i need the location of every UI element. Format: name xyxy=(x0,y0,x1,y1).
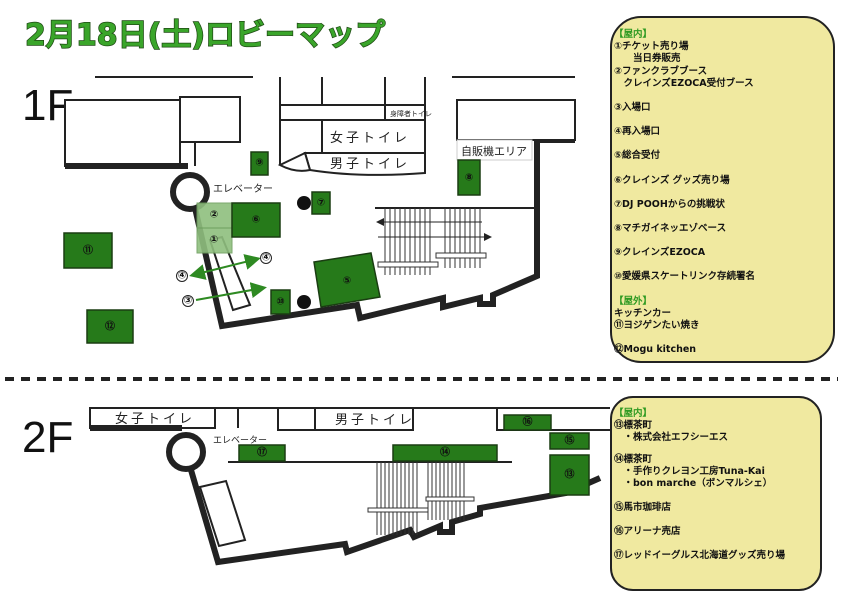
booth-5 xyxy=(313,252,381,308)
booth-13 xyxy=(549,454,590,496)
booth-15 xyxy=(549,432,590,450)
vending-area-label: 自販機エリア xyxy=(461,144,527,158)
legend-item: ⑰レッドイーグルス北海道グッズ売り場 xyxy=(614,549,786,561)
legend-outdoor-item: ⑫Mogu kitchen xyxy=(614,343,696,355)
booth-2-label: ② xyxy=(210,210,218,221)
pillar xyxy=(297,196,311,210)
booth-11-label: ⑪ xyxy=(83,244,93,257)
entrance-label: ③ xyxy=(184,296,192,307)
reentry-label-left: ④ xyxy=(178,271,186,282)
entrance-arrow xyxy=(195,282,267,301)
floor-1f-map: エレベーター 身障者トイレ 女子トイレ 男子トイレ 自販機エリア xyxy=(63,76,576,344)
toilet-block: 身障者トイレ 女子トイレ 男子トイレ xyxy=(277,77,432,176)
booth-6-label: ⑥ xyxy=(252,215,260,226)
women-toilet-label-2f: 女子トイレ xyxy=(115,411,195,427)
men-toilet-label: 男子トイレ xyxy=(330,157,410,172)
legend-item: ①チケット売り場 xyxy=(614,40,689,52)
legend-item: 当日券販売 xyxy=(614,52,681,64)
booth-12 xyxy=(86,309,134,344)
elevator xyxy=(170,172,210,212)
booth-1-label: ① xyxy=(210,235,218,246)
legend-item: ・株式会社エフシーエス xyxy=(614,431,728,443)
booth-10 xyxy=(270,289,291,315)
booth-17 xyxy=(238,444,286,462)
booth-11 xyxy=(63,232,113,269)
booth-9-label: ⑨ xyxy=(255,158,263,169)
men-toilet-label-2f: 男子トイレ xyxy=(335,413,415,428)
booth-16 xyxy=(503,414,552,431)
elevator-label-2f: エレベーター xyxy=(213,435,267,446)
women-toilet-label: 女子トイレ xyxy=(330,130,410,146)
legend-1f-outdoor-header: 【屋外】 xyxy=(614,295,652,307)
legend-item: ④再入場口 xyxy=(614,125,660,137)
booth-12-label: ⑫ xyxy=(105,320,115,333)
booth-10-label: ⑩ xyxy=(276,297,284,308)
booth-9 xyxy=(250,151,269,176)
legend-item: ③入場口 xyxy=(614,101,651,113)
legend-item: ・bon marche（ボンマルシェ） xyxy=(614,477,772,489)
booth-17-label: ⑰ xyxy=(257,446,267,459)
elevator-2f xyxy=(166,432,206,472)
pillar xyxy=(297,295,311,309)
booth-14 xyxy=(392,444,498,462)
legend-item: ⑨クレインズEZOCA xyxy=(614,246,706,258)
legend-item: ⑯アリーナ売店 xyxy=(614,525,681,537)
booth-7-label: ⑦ xyxy=(317,198,325,209)
booth-14-label: ⑭ xyxy=(440,446,450,459)
reentry-label-right: ④ xyxy=(262,253,270,264)
booth-13-label: ⑬ xyxy=(565,468,575,481)
floor-2f-map: 女子トイレ 男子トイレ エレベーター ⑰ ⑭ ⑯ ⑮ ⑬ xyxy=(89,407,610,566)
booth-8-label: ⑧ xyxy=(465,173,473,184)
booth-7 xyxy=(311,191,331,215)
page-title: 2月18日(土)ロビーマップ xyxy=(25,18,386,53)
legend-item: ⑧マチガイネッエゾベース xyxy=(614,222,726,234)
floor-label-2f: 2F xyxy=(22,413,73,462)
stairs-2f xyxy=(376,462,465,535)
elevator-label: エレベーター xyxy=(213,183,273,195)
legend-item: ⑥クレインズ グッズ売り場 xyxy=(614,174,730,186)
legend-1f-indoor-header: 【屋内】 xyxy=(614,28,652,40)
room-block xyxy=(64,99,181,167)
legend-outdoor-item: キッチンカー xyxy=(614,308,671,319)
booth-8 xyxy=(457,159,481,196)
legend-item: ②ファンクラブブース xyxy=(614,65,707,77)
outer-wall xyxy=(192,137,575,330)
booth-15-label: ⑮ xyxy=(565,434,575,447)
booth-6 xyxy=(231,202,281,238)
booth-5-label: ⑤ xyxy=(343,276,351,287)
booth-16-label: ⑯ xyxy=(523,415,533,428)
legend-item: ⑩愛媛県スケートリンク存続署名 xyxy=(614,270,755,282)
legend-item: クレインズEZOCA受付ブース xyxy=(614,77,754,89)
legend-outdoor-item: ⑪ヨジゲンたい焼き xyxy=(614,319,700,331)
legend-item: ⑮馬市珈琲店 xyxy=(614,501,672,513)
legend-item: ⑦DJ POOHからの挑戦状 xyxy=(614,198,725,210)
accessible-toilet-label: 身障者トイレ xyxy=(390,109,432,118)
legend-item: ⑬標茶町 xyxy=(614,419,653,431)
legend-item: ・手作りクレヨン工房Tuna-Kai xyxy=(614,465,765,477)
legend-2f: 【屋内】 ⑬標茶町 ・株式会社エフシーエス ⑭標茶町 ・手作りクレヨン工房Tuna… xyxy=(610,396,822,591)
legend-item: ⑤総合受付 xyxy=(614,149,661,161)
legend-2f-indoor-header: 【屋内】 xyxy=(614,407,652,419)
legend-item: ⑭標茶町 xyxy=(614,453,653,465)
reentry-arrow xyxy=(189,254,261,280)
stairs-1f xyxy=(375,207,537,275)
